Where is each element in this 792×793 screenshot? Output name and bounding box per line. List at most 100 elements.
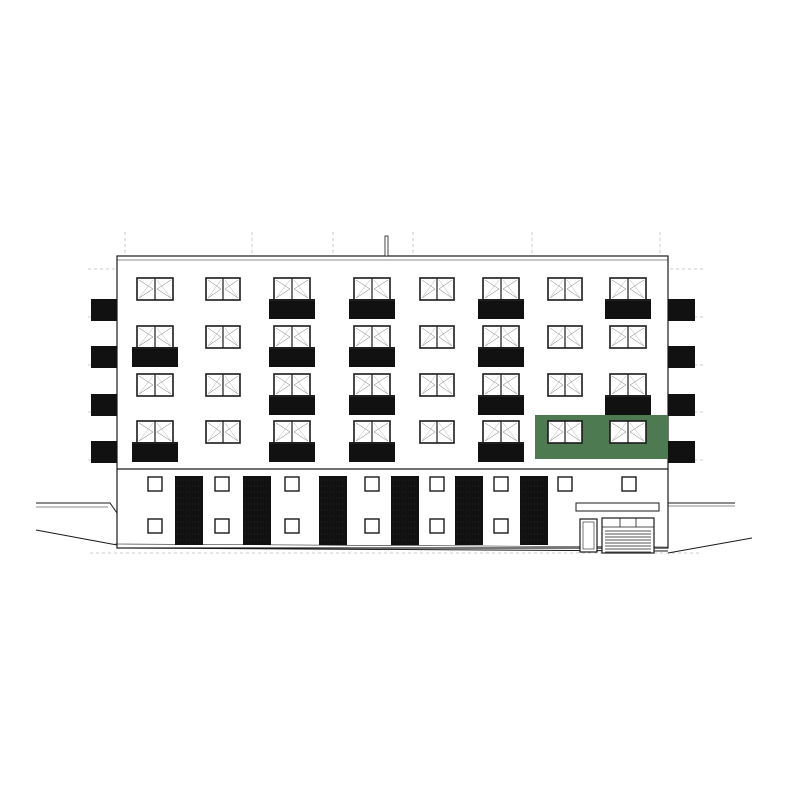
- window-sash-symbol: [293, 375, 309, 395]
- window-sash-symbol: [275, 327, 291, 347]
- window: [353, 325, 391, 349]
- window-sash-symbol: [224, 279, 239, 299]
- ground-window: [364, 518, 380, 534]
- window: [419, 325, 455, 349]
- window-sash-symbol: [438, 327, 453, 347]
- balcony-railing: [132, 347, 178, 367]
- window-sash-symbol: [421, 327, 436, 347]
- window-sash-symbol: [224, 375, 239, 395]
- balcony: [605, 395, 651, 415]
- window-sash-symbol: [611, 279, 627, 299]
- window-sash-symbol: [629, 422, 645, 442]
- greenery-panel-fill: [319, 476, 347, 545]
- balcony: [478, 347, 524, 367]
- window-sash-symbol: [502, 327, 518, 347]
- greenery-panel-fill: [175, 476, 203, 545]
- window: [353, 420, 391, 444]
- window-sash-symbol: [502, 422, 518, 442]
- greenery-panel: [391, 476, 419, 545]
- window-sash-symbol: [629, 375, 645, 395]
- balcony-railing: [269, 347, 315, 367]
- window-sash-symbol: [275, 422, 291, 442]
- greenery-panel-fill: [243, 476, 271, 545]
- window-sash-symbol: [138, 422, 154, 442]
- window-sash-symbol: [293, 327, 309, 347]
- window-sash-symbol: [275, 375, 291, 395]
- window-sash-symbol: [629, 327, 645, 347]
- window-sash-symbol: [629, 279, 645, 299]
- window-sash-symbol: [156, 327, 172, 347]
- window-sash-symbol: [275, 327, 291, 347]
- window: [273, 373, 311, 397]
- side-balcony-right: [668, 394, 695, 416]
- window: [205, 373, 241, 397]
- entrance-canopy: [575, 502, 660, 512]
- window-sash-symbol: [373, 279, 389, 299]
- window-sash-symbol: [438, 327, 453, 347]
- balcony-railing: [478, 347, 524, 367]
- window-sash-symbol: [438, 375, 453, 395]
- balcony: [269, 442, 315, 462]
- balcony-railing: [349, 442, 395, 462]
- window-sash-symbol: [611, 422, 627, 442]
- window: [482, 420, 520, 444]
- ground-window: [493, 518, 509, 534]
- ground-window: [147, 518, 163, 534]
- window-sash-symbol: [293, 279, 309, 299]
- window: [609, 325, 647, 349]
- window: [205, 277, 241, 301]
- window-sash-symbol: [207, 375, 222, 395]
- window-sash-symbol: [224, 422, 239, 442]
- window-sash-symbol: [224, 327, 239, 347]
- window-sash-symbol: [438, 279, 453, 299]
- ground-floor: [147, 476, 660, 554]
- window-sash-symbol: [373, 327, 389, 347]
- window-sash-symbol: [224, 375, 239, 395]
- window-sash-symbol: [484, 422, 500, 442]
- window-sash-symbol: [355, 279, 371, 299]
- window-sash-symbol: [138, 375, 154, 395]
- window-sash-symbol: [438, 422, 453, 442]
- window-sash-symbol: [355, 327, 371, 347]
- window-sash-symbol: [275, 375, 291, 395]
- window: [205, 420, 241, 444]
- window: [547, 325, 583, 349]
- window-sash-symbol: [421, 422, 436, 442]
- side-balcony-left: [91, 346, 117, 368]
- window-sash-symbol: [629, 327, 645, 347]
- window-sash-symbol: [138, 327, 154, 347]
- window-sash-symbol: [355, 422, 371, 442]
- window-sash-symbol: [224, 279, 239, 299]
- terrain-left-upper: [36, 502, 118, 514]
- window-sash-symbol: [566, 279, 581, 299]
- window-sash-symbol: [549, 375, 564, 395]
- window: [273, 420, 311, 444]
- window-sash-symbol: [502, 279, 518, 299]
- balcony-railing: [349, 299, 395, 319]
- balcony: [349, 442, 395, 462]
- window-sash-symbol: [207, 422, 222, 442]
- ground-line: [35, 502, 753, 554]
- window-sash-symbol: [275, 279, 291, 299]
- garage-door-frame: [601, 517, 655, 554]
- window-sash-symbol: [355, 375, 371, 395]
- window-sash-symbol: [138, 327, 154, 347]
- window-sash-symbol: [502, 375, 518, 395]
- window: [547, 277, 583, 301]
- side-balcony-left: [91, 299, 117, 321]
- window-sash-symbol: [207, 279, 222, 299]
- ground-window: [147, 476, 163, 492]
- window: [273, 325, 311, 349]
- window-sash-symbol: [156, 327, 172, 347]
- balcony: [478, 442, 524, 462]
- greenery-panel: [455, 476, 483, 545]
- greenery-panel: [175, 476, 203, 545]
- window-sash-symbol: [207, 279, 222, 299]
- window-sash-symbol: [275, 422, 291, 442]
- window: [136, 373, 174, 397]
- window-sash-symbol: [484, 327, 500, 347]
- balcony-railing: [478, 395, 524, 415]
- balcony-railing: [269, 395, 315, 415]
- window-sash-symbol: [355, 327, 371, 347]
- balcony: [478, 299, 524, 319]
